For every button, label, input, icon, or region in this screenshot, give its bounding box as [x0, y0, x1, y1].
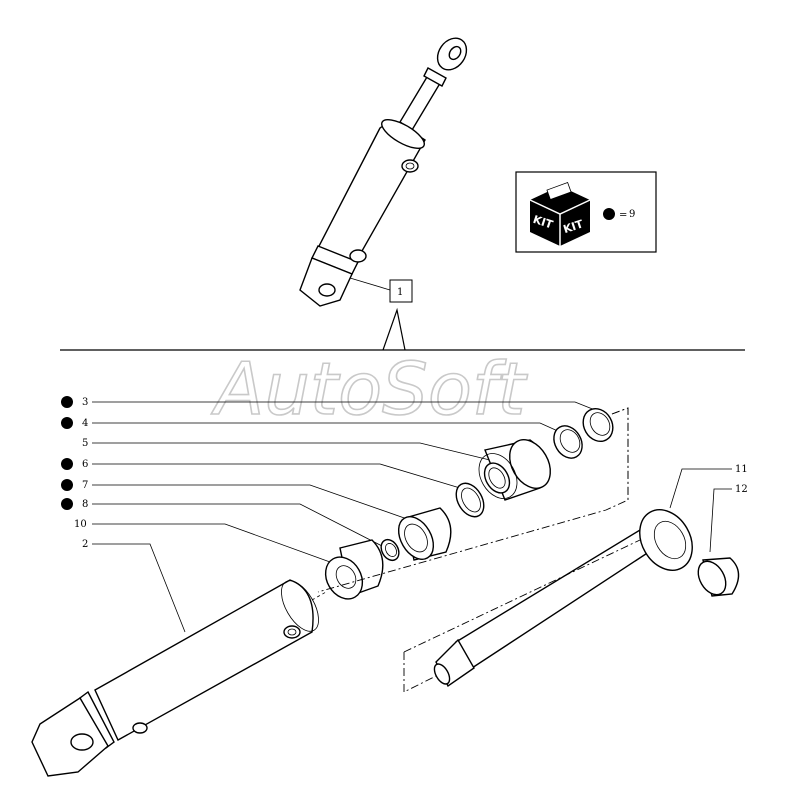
svg-text:7: 7 [82, 480, 88, 491]
kit-legend: KIT KIT = 9 [515, 171, 657, 253]
kit-ref: 9 [629, 209, 635, 220]
alignment-line [403, 652, 437, 693]
callout-8: 8 [61, 498, 383, 547]
assembly-ref-box [389, 279, 413, 303]
part-8-small-ring [380, 538, 400, 562]
part-12-rod-eye-bush [697, 557, 740, 597]
part-7-guide-bush [397, 507, 452, 561]
svg-text:5: 5 [82, 438, 88, 449]
callout-10: 10 [74, 519, 331, 563]
kit-box-icon: KIT KIT [529, 182, 591, 246]
part-6-o-ring [455, 482, 485, 518]
kit-marker-icon [61, 396, 73, 408]
part-4-o-ring [553, 425, 583, 459]
svg-text:6: 6 [82, 459, 88, 470]
callout-4: 4 [61, 417, 561, 433]
kit-label-left: KIT [531, 213, 555, 232]
kit-marker-icon [61, 458, 73, 470]
part-5-piston [478, 439, 551, 501]
alignment-line [611, 407, 629, 500]
callout-7: 7 [61, 479, 411, 521]
svg-text:4: 4 [82, 418, 88, 429]
part-2-cylinder-barrel [31, 579, 319, 777]
watermark: AutoSoft [211, 347, 528, 431]
part-11-piston-rod [433, 509, 693, 688]
assembly-ref-label: 1 [397, 287, 403, 298]
svg-text:11: 11 [735, 464, 748, 475]
callout-6: 6 [61, 458, 461, 489]
callout-11: 11 [669, 464, 748, 509]
alignment-line [403, 539, 641, 653]
callout-5: 5 [82, 438, 499, 463]
callout-12: 12 [709, 484, 748, 553]
kit-marker-icon [61, 417, 73, 429]
svg-text:2: 2 [82, 539, 88, 550]
callout-3: 3 [61, 396, 596, 411]
svg-text:3: 3 [82, 397, 88, 408]
svg-text:10: 10 [74, 519, 87, 530]
svg-text:12: 12 [735, 484, 748, 495]
assembled-cylinder-illustration [299, 37, 468, 307]
kit-marker-icon [61, 479, 73, 491]
callout-2: 2 [82, 539, 186, 633]
kit-dot-icon [603, 208, 615, 220]
kit-label-right: KIT [562, 217, 586, 236]
part-10-gland-nut [324, 539, 384, 600]
kit-equals: = [619, 210, 627, 221]
part-3-seal-ring [582, 407, 614, 443]
kit-marker-icon [61, 498, 73, 510]
svg-text:8: 8 [82, 499, 88, 510]
